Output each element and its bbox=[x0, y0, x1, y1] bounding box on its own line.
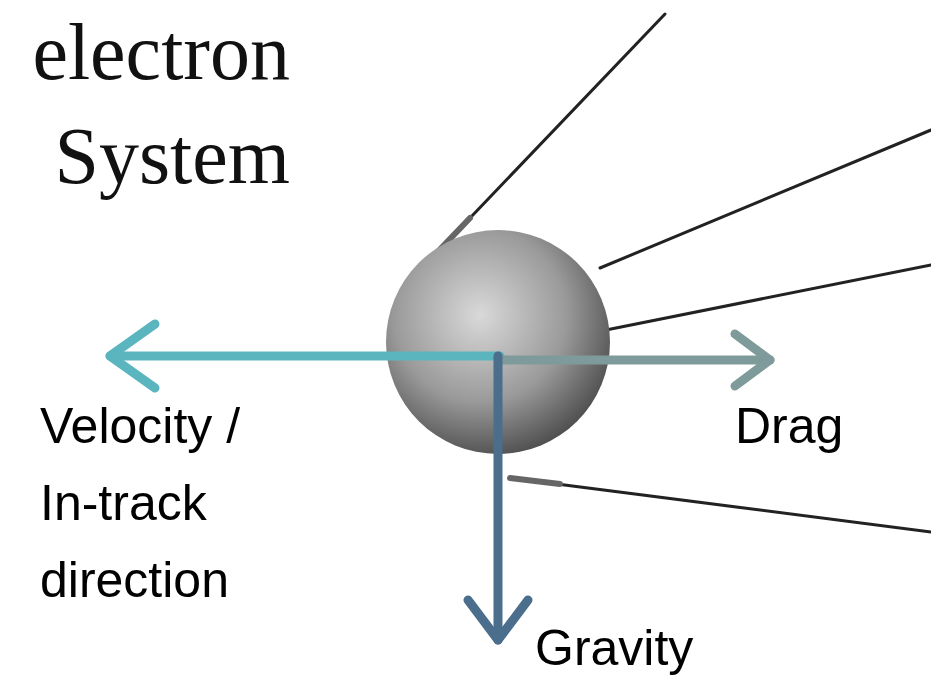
antenna bbox=[606, 265, 931, 330]
antenna bbox=[600, 130, 931, 268]
drag-arrow bbox=[500, 356, 770, 365]
gravity-arrow bbox=[494, 356, 503, 640]
gravity-arrowhead bbox=[468, 600, 528, 640]
velocity-arrow bbox=[110, 352, 500, 361]
drag-arrowhead bbox=[735, 334, 770, 386]
antenna bbox=[428, 14, 665, 262]
velocity-arrowhead bbox=[110, 324, 155, 388]
slide-title: electron System bbox=[0, 0, 290, 208]
drag-label: Drag bbox=[735, 388, 925, 465]
antenna-mount bbox=[510, 478, 560, 484]
gravity-label: Gravity bbox=[535, 610, 835, 687]
velocity-label: Velocity / In-track direction bbox=[40, 388, 290, 619]
antenna bbox=[510, 478, 931, 532]
